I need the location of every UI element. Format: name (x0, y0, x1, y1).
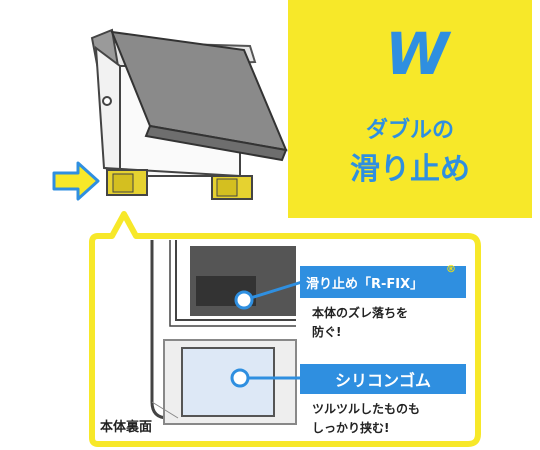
silicone-label-box: シリコンゴム (300, 364, 466, 394)
w-logo: W (385, 20, 449, 88)
headline-line-1: ダブルの (365, 118, 454, 143)
rfix-pointer (234, 280, 303, 310)
pad-right (211, 175, 253, 200)
headline-panel: W ダブルの 滑り止め (288, 0, 532, 218)
arrow-right-icon (52, 161, 100, 201)
rfix-label: 滑り止め「R-FIX」 (306, 276, 424, 292)
rfix-desc-line-2: 防ぐ! (312, 325, 342, 339)
silicone-desc-line-1: ツルツルしたものも (312, 402, 421, 416)
detail-device-back (150, 240, 297, 425)
device-top-view (90, 28, 288, 177)
headline-line-2: 滑り止め (350, 152, 470, 187)
pad-left (106, 169, 148, 196)
registered-mark: ® (446, 264, 456, 275)
silicone-label: シリコンゴム (334, 371, 431, 390)
silicone-description: ツルツルしたものも しっかり挟む! (312, 400, 420, 438)
rfix-desc-line-1: 本体のズレ落ちを (312, 306, 409, 320)
silicone-pointer (230, 368, 302, 388)
back-side-label: 本体裏面 (100, 420, 153, 435)
silicone-desc-line-2: しっかり挟む! (312, 421, 390, 435)
rfix-label-box: 滑り止め「R-FIX」 ® (300, 264, 466, 298)
rfix-description: 本体のズレ落ちを 防ぐ! (312, 304, 408, 342)
